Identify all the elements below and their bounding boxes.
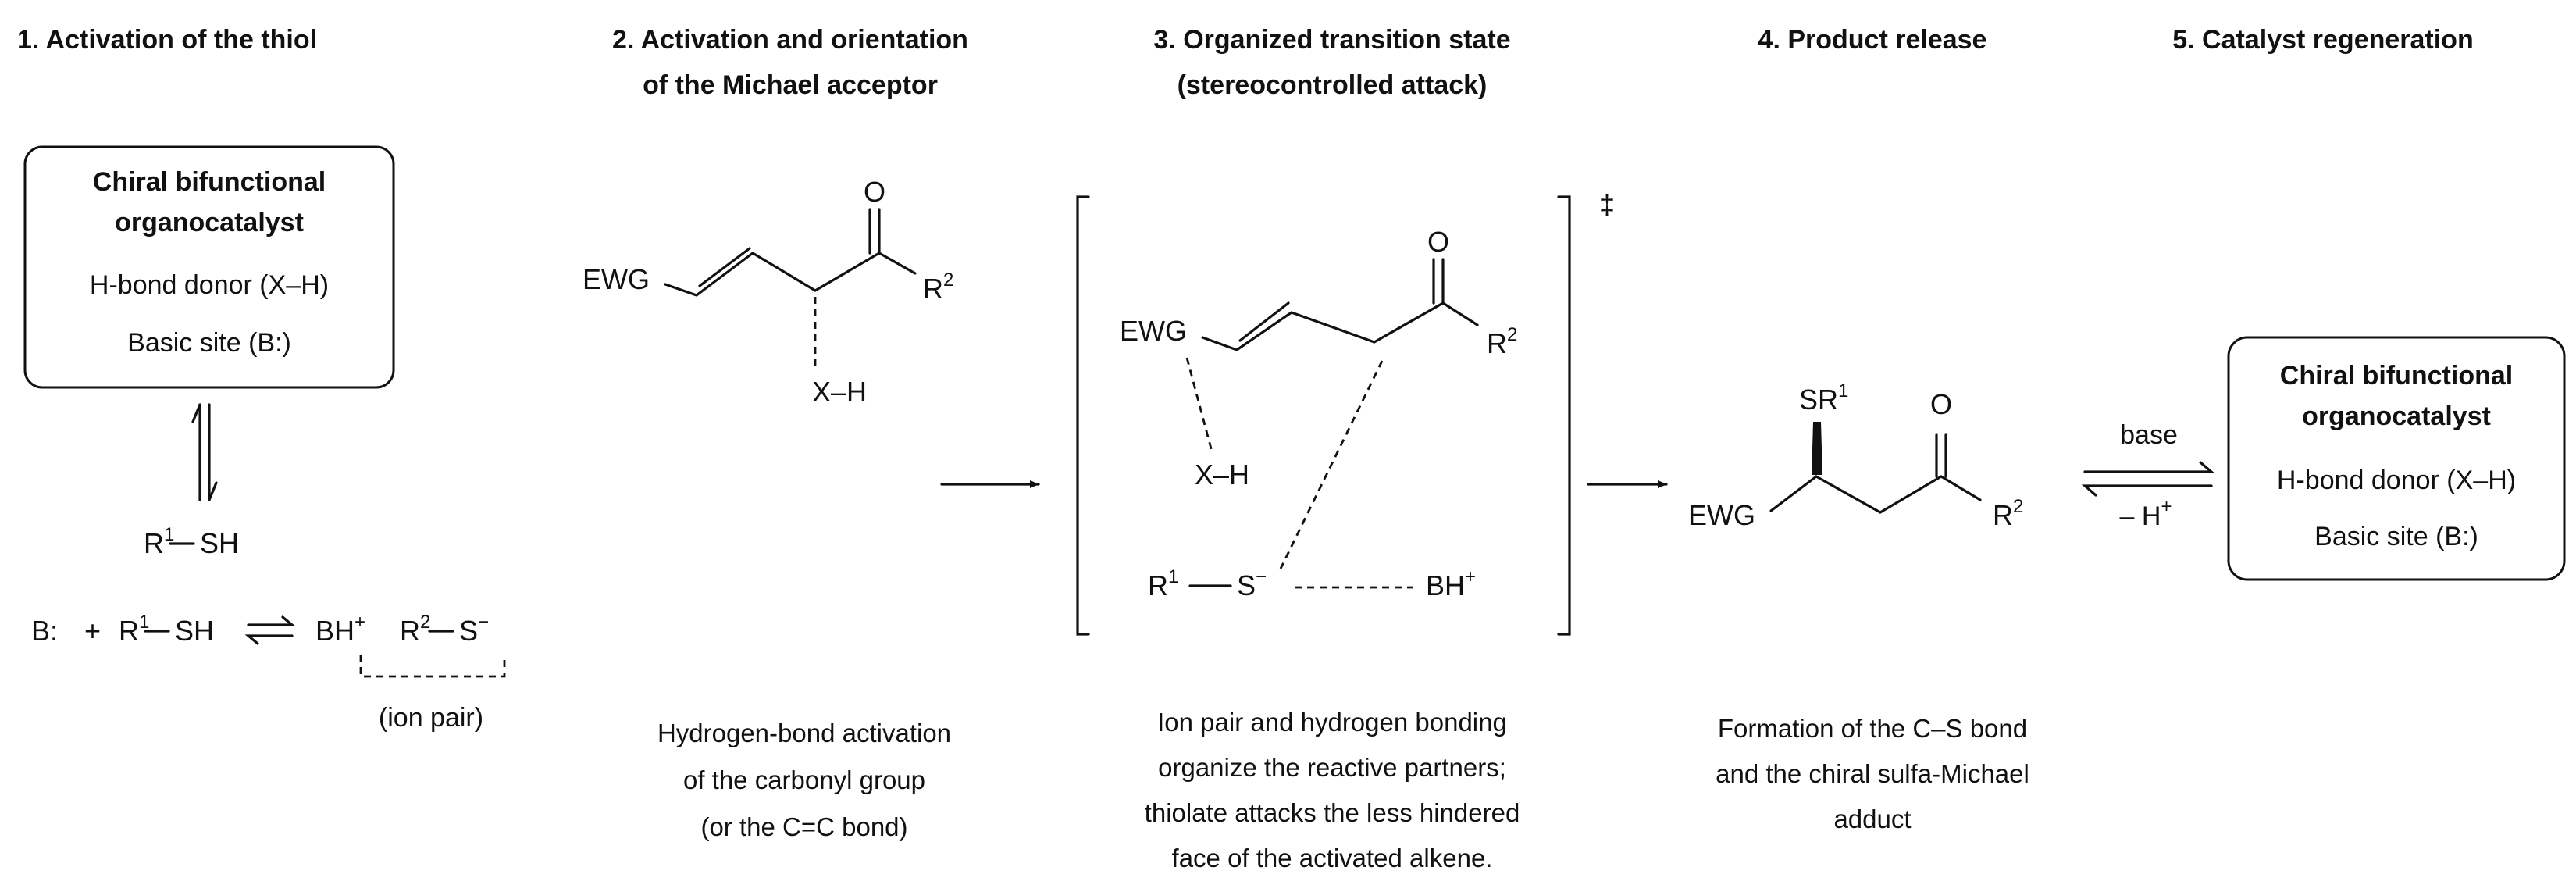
svg-text:Formation of the C–S bond: Formation of the C–S bond [1718,714,2027,743]
svg-text:(or the C=C bond): (or the C=C bond) [700,812,907,841]
catalyst-regeneration-arrows: base – H+ [2081,420,2215,531]
svg-text:Basic site (B:): Basic site (B:) [2314,522,2478,551]
caption-step2: Hydrogen-bond activation of the carbonyl… [657,719,951,841]
svg-text:EWG: EWG [583,263,650,295]
svg-text:Hydrogen-bond activation: Hydrogen-bond activation [657,719,951,747]
svg-text:adduct: adduct [1833,805,1911,833]
ion-pair-equilibrium: B: + R1 SH BH+ R2 S− (ion pair) [31,612,506,733]
base-label: base [2120,420,2178,450]
svg-text:and the chiral sulfa-Michael: and the chiral sulfa-Michael [1716,759,2029,788]
catalyst-box-step5: Chiral bifunctional organocatalyst H-bon… [2227,336,2566,581]
catalyst-hbond-donor: H-bond donor (X–H) [90,270,329,300]
step4-title: 4. Product release [1758,25,1987,55]
svg-text:face of the activated alkene.: face of the activated alkene. [1172,844,1493,872]
svg-text:of the carbonyl group: of the carbonyl group [683,765,925,794]
svg-text:S−: S− [459,612,489,647]
michael-acceptor-structure: EWG O R2 X–H [583,176,953,408]
step2-title-line2: of the Michael acceptor [643,70,938,100]
svg-text:R2: R2 [400,612,430,647]
transition-state-brackets: ‡ [1076,188,1615,636]
svg-text:H-bond donor (X–H): H-bond donor (X–H) [2277,466,2516,495]
catalyst-box-step1: Chiral bifunctional organocatalyst H-bon… [23,145,395,389]
svg-text:O: O [1930,388,1952,420]
svg-text:organocatalyst: organocatalyst [2302,401,2491,431]
catalyst-title-line2: organocatalyst [115,208,304,237]
svg-text:BH+: BH+ [1426,566,1476,601]
svg-text:S−: S− [1237,566,1267,601]
double-dagger: ‡ [1599,188,1615,220]
svg-text:– H+: – H+ [2120,496,2172,531]
ion-pair-label: (ion pair) [379,703,483,733]
svg-text:O: O [864,176,885,208]
step2-title-line1: 2. Activation and orientation [612,25,968,55]
svg-text:Chiral bifunctional: Chiral bifunctional [2280,361,2513,391]
svg-text:SR1: SR1 [1799,380,1848,416]
svg-text:SH: SH [175,615,214,647]
caption-step3: Ion pair and hydrogen bonding organize t… [1145,708,1520,872]
sulfa-michael-product: EWG SR1 O R2 [1688,380,2023,531]
svg-text:SH: SH [200,527,239,559]
svg-text:organize the reactive partners: organize the reactive partners; [1158,753,1506,782]
svg-text:R1: R1 [119,612,149,647]
svg-text:R2: R2 [1487,324,1517,359]
catalyst-basic-site: Basic site (B:) [127,328,291,358]
svg-text:EWG: EWG [1120,315,1187,347]
step3-title-line2: (stereocontrolled attack) [1178,70,1488,100]
svg-text:R2: R2 [923,269,953,305]
svg-text:EWG: EWG [1688,499,1755,531]
svg-text:thiolate attacks the less hind: thiolate attacks the less hindered [1145,798,1520,827]
step3-title-line1: 3. Organized transition state [1153,25,1510,55]
catalyst-title-line1: Chiral bifunctional [93,167,326,197]
step1-title: 1. Activation of the thiol [17,25,317,55]
svg-text:X–H: X–H [1195,458,1249,491]
vertical-equilibrium-arrows [191,403,218,501]
svg-text:O: O [1427,226,1449,258]
svg-text:R1: R1 [144,524,174,559]
thiol-r1-sh: R1 SH [144,524,239,559]
step5-title: 5. Catalyst regeneration [2172,25,2473,55]
minus-h-label: – H [2120,501,2161,531]
svg-text:R2: R2 [1993,496,2023,531]
svg-text:R1: R1 [1148,566,1178,601]
transition-state-structure: EWG O R2 X–H R1 S− BH+ [1120,226,1517,601]
svg-text:Ion pair and hydrogen bonding: Ion pair and hydrogen bonding [1157,708,1507,737]
svg-text:+: + [84,615,101,647]
caption-step4: Formation of the C–S bond and the chiral… [1716,714,2029,833]
svg-text:BH+: BH+ [315,612,365,647]
svg-text:X–H: X–H [812,376,867,408]
svg-text:B:: B: [31,615,58,647]
